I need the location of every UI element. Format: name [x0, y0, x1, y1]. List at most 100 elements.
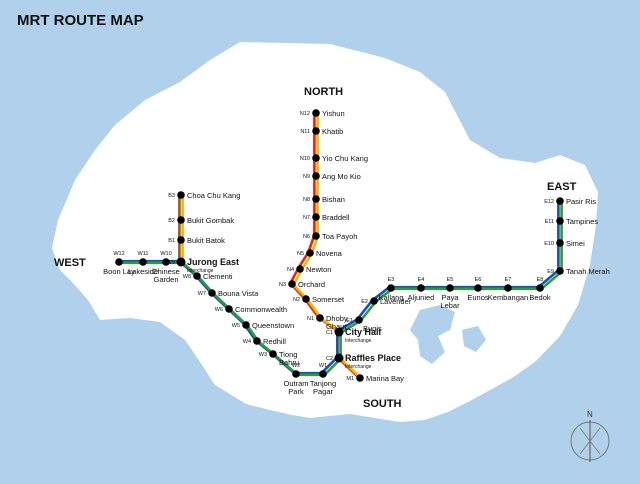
- station-dot[interactable]: [312, 154, 320, 162]
- station-dot[interactable]: [312, 109, 320, 117]
- station-dot[interactable]: [176, 257, 186, 267]
- harbour-inlet: [410, 305, 455, 364]
- station-name: Chinese: [152, 267, 180, 276]
- station-dot[interactable]: [208, 289, 216, 297]
- station-dot[interactable]: [306, 249, 314, 257]
- station-dot[interactable]: [334, 353, 344, 363]
- region-west: WEST: [54, 257, 86, 269]
- east-inlet: [462, 326, 486, 352]
- station-dot[interactable]: [387, 284, 395, 292]
- compass-line-icon: [579, 427, 601, 455]
- station-dot[interactable]: [446, 284, 454, 292]
- station-dot[interactable]: [474, 284, 482, 292]
- station-name: Kallang: [378, 293, 403, 302]
- station-dot[interactable]: [556, 217, 564, 225]
- station-dot[interactable]: [556, 267, 564, 275]
- station-dot[interactable]: [312, 195, 320, 203]
- station-dot[interactable]: [177, 216, 185, 224]
- station-dot[interactable]: [139, 258, 147, 266]
- station-dot[interactable]: [162, 258, 170, 266]
- station-code: W4: [243, 339, 251, 345]
- station-dot[interactable]: [319, 370, 327, 378]
- station-dot[interactable]: [316, 314, 324, 322]
- station-dot[interactable]: [504, 284, 512, 292]
- station-dot[interactable]: [370, 297, 378, 305]
- station-dot[interactable]: [253, 337, 261, 345]
- station-code: E4: [418, 277, 425, 283]
- station-dot[interactable]: [302, 295, 310, 303]
- station-dot[interactable]: [312, 213, 320, 221]
- station-dot[interactable]: [556, 197, 564, 205]
- station-name: Tanjong: [310, 379, 336, 388]
- station-dot[interactable]: [334, 327, 344, 337]
- station-dot[interactable]: [288, 280, 296, 288]
- station-dot[interactable]: [312, 172, 320, 180]
- station-dot[interactable]: [355, 316, 363, 324]
- station-code: B1: [168, 238, 175, 244]
- station-name-line2: Pagar: [313, 387, 334, 396]
- station-dot[interactable]: [312, 127, 320, 135]
- station-dot[interactable]: [292, 370, 300, 378]
- station-dot[interactable]: [269, 350, 277, 358]
- station-code: N8: [303, 197, 310, 203]
- station-dot[interactable]: [356, 374, 364, 382]
- station-dot[interactable]: [242, 321, 250, 329]
- station-dot[interactable]: [312, 232, 320, 240]
- station-dot[interactable]: [193, 272, 201, 280]
- station-dot[interactable]: [177, 191, 185, 199]
- station-dot[interactable]: [556, 239, 564, 247]
- station-dot[interactable]: [115, 258, 123, 266]
- station-code: W11: [138, 251, 149, 257]
- station-dot[interactable]: [225, 305, 233, 313]
- station-name: Outram: [283, 379, 308, 388]
- station-name: Somerset: [312, 295, 345, 304]
- station-name: Aljunied: [408, 293, 435, 302]
- station-dot[interactable]: [177, 236, 185, 244]
- station-dot[interactable]: [536, 284, 544, 292]
- station-dot[interactable]: [417, 284, 425, 292]
- station-dot[interactable]: [296, 265, 304, 273]
